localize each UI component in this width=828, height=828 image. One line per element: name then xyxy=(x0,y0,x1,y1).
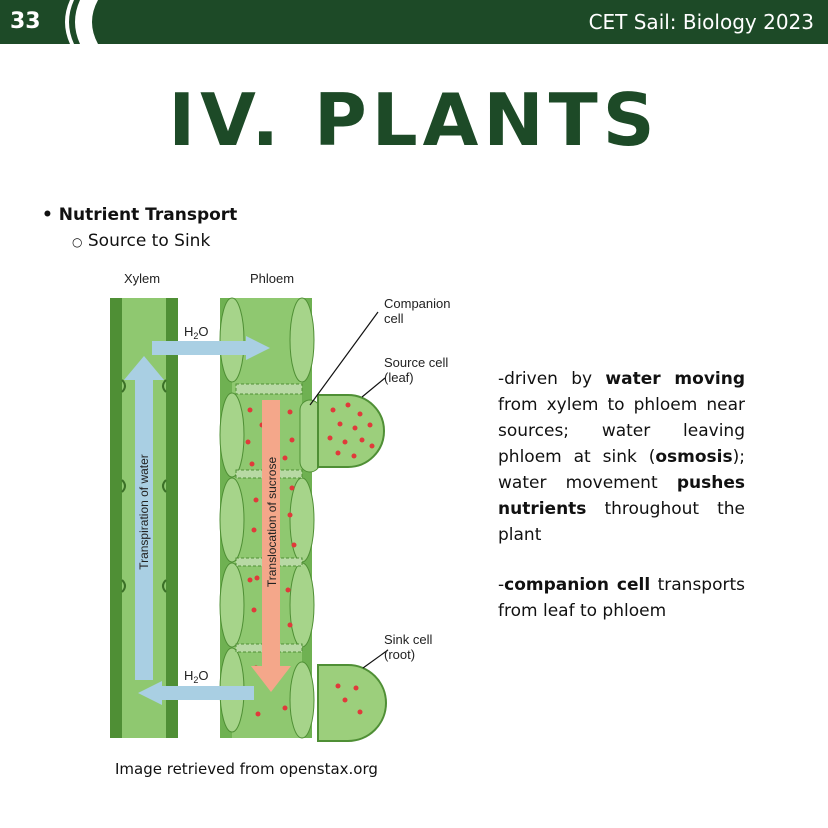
label-companion: Companion xyxy=(384,296,451,311)
header-accent-shape xyxy=(60,0,98,44)
sub-bullet-text: Source to Sink xyxy=(87,231,211,251)
paragraph-water-movement: -driven by water moving from xylem to ph… xyxy=(498,369,745,545)
label-xylem: Xylem xyxy=(124,271,160,286)
sink-cell xyxy=(317,664,387,742)
label-transpiration: Transpiration of water xyxy=(137,454,151,570)
arrow-h2o-bottom xyxy=(138,681,254,705)
label-companion-cell: cell xyxy=(384,311,404,326)
sucrose-dots xyxy=(245,407,297,717)
sub-bullet-source-to-sink: ○ Source to Sink xyxy=(72,231,211,251)
label-source-leaf: (leaf) xyxy=(384,370,414,385)
bullet-text: Nutrient Transport xyxy=(58,205,238,225)
label-h2o-top: H2O xyxy=(184,324,209,341)
page-title: IV. PLANTS xyxy=(168,78,660,162)
label-source: Source cell xyxy=(384,355,448,370)
bullet-nutrient-transport: • Nutrient Transport xyxy=(42,205,238,225)
header-title: CET Sail: Biology 2023 xyxy=(588,10,814,34)
arrow-h2o-top xyxy=(152,336,270,360)
page-number: 33 xyxy=(10,9,41,34)
arrow-translocation xyxy=(251,400,291,692)
image-caption: Image retrieved from openstax.org xyxy=(115,760,378,778)
label-sink-root: (root) xyxy=(384,647,415,662)
label-phloem: Phloem xyxy=(250,271,294,286)
source-cell xyxy=(317,394,385,468)
label-sink: Sink cell xyxy=(384,632,433,647)
label-h2o-bottom: H2O xyxy=(184,668,209,685)
xylem-phloem-diagram: Xylem Phloem xyxy=(110,271,451,742)
paragraph-companion-cell: -companion cell transports from leaf to … xyxy=(498,575,745,621)
arrow-transpiration xyxy=(124,356,164,680)
header-bar xyxy=(0,0,828,44)
label-translocation: Translocation of sucrose xyxy=(265,457,279,588)
